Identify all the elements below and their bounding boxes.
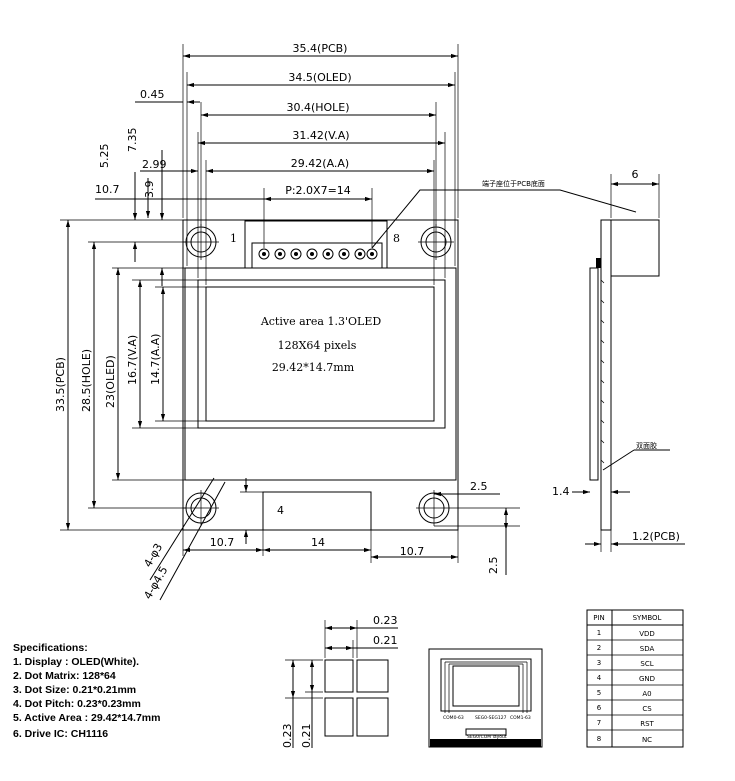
dim-offset-735: 7.35 bbox=[126, 128, 139, 153]
pin-number: 4 bbox=[597, 674, 602, 682]
active-size-text: 29.42*14.7mm bbox=[272, 361, 355, 374]
dim-pcb-height: 33.5(PCB) bbox=[54, 357, 67, 412]
dim-pcb-width: 35.4(PCB) bbox=[293, 42, 348, 55]
note-connector-position: 端子座位于PCB底面 bbox=[482, 179, 545, 188]
dim-hole-offset-x: 2.5 bbox=[470, 480, 488, 493]
dim-offset-299: 2.99 bbox=[142, 158, 167, 171]
mounting-hole-bottom-left bbox=[183, 490, 219, 526]
dim-offset-525: 5.25 bbox=[98, 144, 111, 169]
note-double-tape: 双面胶 bbox=[636, 441, 657, 450]
dim-dot-size: 0.21 bbox=[373, 634, 398, 647]
fpc-tab bbox=[262, 491, 372, 531]
specifications: Specifications: 1. Display : OLED(White)… bbox=[13, 642, 160, 740]
left-dimension-lines bbox=[65, 220, 166, 530]
spec-item: 1. Display : OLED(White). bbox=[13, 656, 139, 668]
pin-table-header-pin: PIN bbox=[593, 614, 605, 622]
layout-seg: SEG0-SEG127 bbox=[475, 715, 507, 721]
pin-first-label: 1 bbox=[230, 232, 237, 245]
pin-number: 8 bbox=[597, 735, 601, 743]
dim-dot-v-pitch: 0.23 bbox=[281, 724, 294, 749]
dim-bottom-center-width: 14 bbox=[311, 536, 325, 549]
pin-symbol: A0 bbox=[642, 690, 651, 698]
dim-va-width: 31.42(V.A) bbox=[292, 129, 349, 142]
bottom-dimension-lines bbox=[149, 477, 520, 601]
oled-glass-outline bbox=[184, 267, 457, 481]
spec-title: Specifications: bbox=[13, 642, 88, 654]
dot-detail bbox=[285, 620, 398, 748]
dim-offset-045: 0.45 bbox=[140, 88, 165, 101]
dim-hole-offset-y: 2.5 bbox=[487, 557, 500, 575]
dim-hole-d3: 4-φ3 bbox=[141, 541, 165, 569]
pin-symbol: NC bbox=[642, 736, 652, 744]
spec-item: 4. Dot Pitch: 0.23*0.23mm bbox=[13, 698, 141, 710]
pixel-count-text: 128X64 pixels bbox=[278, 339, 357, 352]
pin-last-label: 8 bbox=[393, 232, 400, 245]
connector-housing bbox=[244, 220, 388, 269]
pin-symbol: SDA bbox=[640, 645, 655, 653]
spec-item: 2. Dot Matrix: 128*64 bbox=[13, 670, 116, 682]
pin-symbol: SCL bbox=[640, 660, 653, 668]
pin-number: 7 bbox=[597, 719, 601, 727]
dim-offset-107: 10.7 bbox=[95, 183, 120, 196]
active-area bbox=[205, 286, 435, 422]
dim-oled-width: 34.5(OLED) bbox=[288, 71, 351, 84]
pin-number: 1 bbox=[597, 629, 601, 637]
pin-number: 5 bbox=[597, 689, 601, 697]
spec-item: 3. Dot Size: 0.21*0.21mm bbox=[13, 684, 136, 696]
connector-pin-row bbox=[251, 242, 383, 269]
spec-item: 6. Drive IC: CH1116 bbox=[13, 728, 108, 740]
dim-pcb-thickness: 1.2(PCB) bbox=[632, 530, 680, 543]
viewing-area bbox=[197, 279, 446, 429]
dim-side-thickness: 1.4 bbox=[552, 485, 570, 498]
dim-aa-height: 14.7(A.A) bbox=[149, 334, 162, 385]
dim-bottom-left-gap: 10.7 bbox=[210, 536, 235, 549]
dim-dot-v-size: 0.21 bbox=[300, 724, 313, 749]
dim-pin-pitch: P:2.0X7=14 bbox=[285, 184, 351, 197]
mounting-hole-bottom-right bbox=[416, 490, 452, 526]
dim-oled-height: 23(OLED) bbox=[104, 355, 117, 408]
pin-number: 6 bbox=[597, 704, 602, 712]
mounting-hole-top-right bbox=[418, 224, 454, 260]
layout-caption: SEG0/COM layout bbox=[467, 734, 507, 740]
pin-number: 3 bbox=[597, 659, 601, 667]
dim-bottom-right-gap: 10.7 bbox=[400, 545, 425, 558]
mounting-hole-top-left bbox=[183, 224, 219, 260]
pin-symbol: GND bbox=[639, 675, 655, 683]
active-area-title: Active area 1.3'OLED bbox=[260, 315, 382, 328]
top-dimension-lines bbox=[60, 44, 459, 531]
dim-offset-39: 3.9 bbox=[143, 181, 156, 199]
dim-va-height: 16.7(V.A) bbox=[126, 335, 139, 385]
pin-symbol: CS bbox=[642, 705, 652, 713]
dim-side-depth: 6 bbox=[632, 168, 639, 181]
dim-hole-span: 30.4(HOLE) bbox=[286, 101, 349, 114]
connector-pins bbox=[258, 248, 378, 260]
spec-item: 5. Active Area : 29.42*14.7mm bbox=[13, 712, 160, 724]
layout-com-left: COM0-63 bbox=[443, 715, 464, 721]
dim-tab-height: 4 bbox=[277, 504, 284, 517]
pin-table: PIN SYMBOL 1 VDD 2 SDA 3 SCL 4 GND 5 A0 … bbox=[586, 609, 684, 748]
dim-dot-pitch: 0.23 bbox=[373, 614, 398, 627]
seg-com-layout bbox=[428, 648, 543, 748]
side-view bbox=[371, 174, 685, 552]
dim-aa-width: 29.42(A.A) bbox=[291, 157, 349, 170]
layout-com-right: COM1-63 bbox=[510, 715, 531, 721]
pin-number: 2 bbox=[597, 644, 601, 652]
pin-symbol: VDD bbox=[639, 630, 655, 638]
dim-hole-height: 28.5(HOLE) bbox=[80, 349, 93, 412]
pin-table-header-symbol: SYMBOL bbox=[633, 614, 662, 622]
dim-hole-d45: 4-φ4.5 bbox=[141, 564, 170, 601]
pin-symbol: RST bbox=[640, 720, 654, 728]
